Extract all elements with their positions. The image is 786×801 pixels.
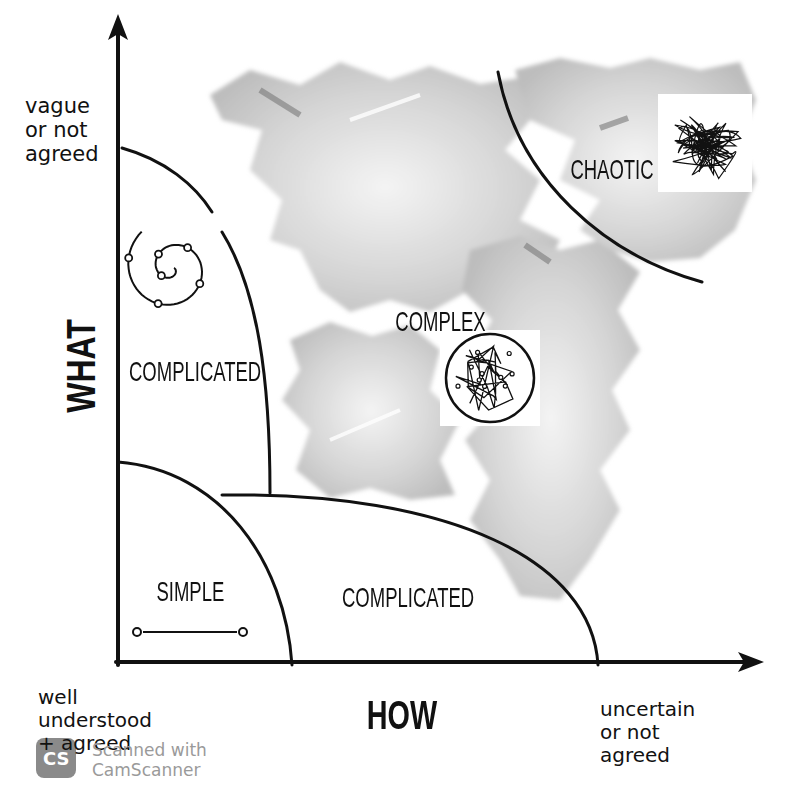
region-name: CHAOTIC xyxy=(570,155,653,186)
axis-title: HOW xyxy=(367,695,437,735)
grey-clouds xyxy=(210,58,756,600)
region-name: COMPLICATED xyxy=(129,357,261,388)
tangle-dot xyxy=(503,384,507,388)
simple-icon xyxy=(143,631,237,633)
tangle-dot xyxy=(507,352,511,356)
axis-arrowhead xyxy=(738,652,764,672)
scribble-lines xyxy=(673,117,741,179)
chaotic-icon xyxy=(658,94,752,192)
spiral-dot xyxy=(155,300,162,307)
region-name: COMPLEX xyxy=(395,307,485,338)
spiral-dot xyxy=(158,272,165,279)
region-label-box: COMPLICATED xyxy=(308,583,508,614)
region-label-box: SIMPLE xyxy=(139,577,242,608)
spiral-icon xyxy=(128,232,202,305)
tangle-dot xyxy=(510,372,514,376)
spiral-dot xyxy=(125,254,132,261)
region-label-box: COMPLICATED xyxy=(95,357,295,388)
axis-arrowhead xyxy=(108,14,128,40)
axes xyxy=(116,30,752,665)
tangle-lines xyxy=(456,346,513,410)
axis-end-label: uncertain or not agreed xyxy=(600,698,712,767)
region-boundaries xyxy=(118,72,702,665)
region-label-box: CHAOTIC xyxy=(549,155,675,186)
spiral-dot xyxy=(184,244,191,251)
watermark: Scanned with CamScanner xyxy=(92,740,232,781)
axis-title: WHAT xyxy=(61,319,101,413)
tangle-dot xyxy=(456,384,460,388)
region-label-box: COMPLEX xyxy=(372,307,509,338)
spiral-dot xyxy=(196,280,203,287)
watermark-logo-text: CS xyxy=(43,748,70,769)
axis-end-label: vague or not agreed xyxy=(25,94,111,166)
tangle-dot xyxy=(480,372,484,376)
tangle-dot xyxy=(499,375,503,379)
region-icons xyxy=(36,94,752,778)
tangle-dot xyxy=(483,384,487,388)
spiral-dot xyxy=(155,251,162,258)
tangle-dot xyxy=(477,378,481,382)
region-name: COMPLICATED xyxy=(342,583,474,614)
tangle-dot xyxy=(476,350,480,354)
region-name: SIMPLE xyxy=(156,577,224,608)
tangle-dot xyxy=(469,365,473,369)
complex-icon xyxy=(446,334,534,422)
